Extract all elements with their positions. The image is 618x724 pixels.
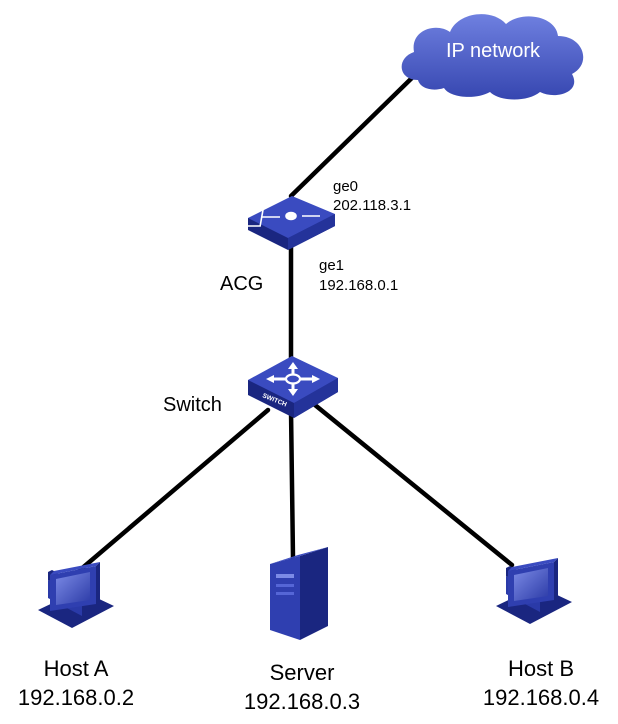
host-a-computer-icon <box>38 562 114 628</box>
ge1-ip: 192.168.0.1 <box>319 277 398 294</box>
server-ip: 192.168.0.3 <box>244 689 360 714</box>
acg-label: ACG <box>220 273 263 295</box>
server-icon <box>270 547 328 640</box>
acg-side <box>288 214 335 250</box>
ge0-name: ge0 <box>333 178 358 195</box>
host-b-ip: 192.168.0.4 <box>483 685 599 710</box>
link-switch-hostb <box>312 402 515 568</box>
ge1-name: ge1 <box>319 257 344 274</box>
switch-device: SWITCH <box>248 356 338 418</box>
server-name: Server <box>270 660 335 685</box>
host-a-name: Host A <box>44 656 109 681</box>
switch-top <box>248 356 338 403</box>
cloud-label: IP network <box>446 40 541 62</box>
link-switch-hosta <box>77 407 271 573</box>
switch-arrows-icon <box>266 362 320 396</box>
link-cloud-acg <box>288 69 421 199</box>
switch-side <box>294 378 338 418</box>
acg-firewall-icon <box>241 207 320 227</box>
ip-network-cloud: IP network <box>401 14 584 100</box>
ge0-ip: 202.118.3.1 <box>333 197 411 214</box>
link-switch-server <box>288 407 296 561</box>
host-a-ip: 192.168.0.2 <box>18 685 134 710</box>
links <box>77 69 515 573</box>
cloud-icon <box>401 14 584 100</box>
host-b-computer-icon <box>496 558 572 624</box>
switch-label: Switch <box>163 394 222 416</box>
acg-device <box>241 196 335 250</box>
host-b-name: Host B <box>508 656 574 681</box>
